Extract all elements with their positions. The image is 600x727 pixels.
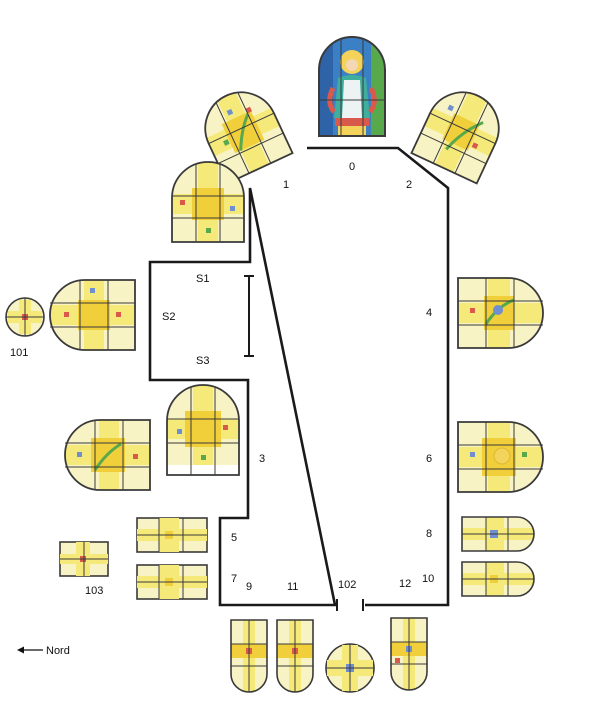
window-12[interactable] (390, 617, 428, 691)
label-s2: S2 (162, 311, 175, 323)
label-s1: S1 (196, 273, 209, 285)
nave-wall (148, 146, 450, 607)
floor-plan-outline (148, 146, 450, 611)
window-11[interactable] (276, 619, 314, 693)
window-10[interactable] (461, 561, 535, 597)
window-6[interactable] (457, 421, 544, 493)
label-10: 10 (422, 573, 434, 585)
label-1: 1 (283, 179, 289, 191)
window-101[interactable] (5, 297, 45, 337)
window-labels: 0 1 2 S1 S2 S3 101 4 3 6 5 8 7 9 11 102 … (10, 161, 434, 597)
window-4[interactable] (457, 277, 544, 349)
label-11: 11 (287, 581, 298, 593)
label-103: 103 (85, 585, 103, 597)
label-0: 0 (349, 161, 355, 173)
label-5: 5 (231, 532, 237, 544)
label-4: 4 (426, 307, 432, 319)
window-8[interactable] (461, 516, 535, 552)
label-12: 12 (399, 578, 411, 590)
arrow-left-icon (17, 646, 24, 654)
window-0[interactable] (318, 36, 386, 137)
label-3: 3 (259, 453, 265, 465)
north-label: Nord (46, 645, 70, 657)
window-3[interactable] (166, 384, 240, 476)
window-5[interactable] (136, 517, 208, 553)
label-101: 101 (10, 347, 28, 359)
label-2: 2 (406, 179, 412, 191)
window-s2[interactable] (49, 279, 136, 351)
north-indicator: Nord (17, 645, 70, 657)
window-102[interactable] (325, 643, 375, 693)
window-3b[interactable] (64, 419, 151, 491)
label-9: 9 (246, 581, 252, 593)
label-s3: S3 (196, 355, 209, 367)
window-9[interactable] (230, 619, 268, 693)
label-7: 7 (231, 573, 237, 585)
window-1[interactable] (193, 80, 294, 185)
window-7[interactable] (136, 564, 208, 600)
window-1b[interactable] (171, 161, 245, 243)
window-2[interactable] (410, 80, 511, 185)
label-6: 6 (426, 453, 432, 465)
label-8: 8 (426, 528, 432, 540)
window-103[interactable] (59, 541, 109, 577)
label-102: 102 (338, 579, 356, 591)
